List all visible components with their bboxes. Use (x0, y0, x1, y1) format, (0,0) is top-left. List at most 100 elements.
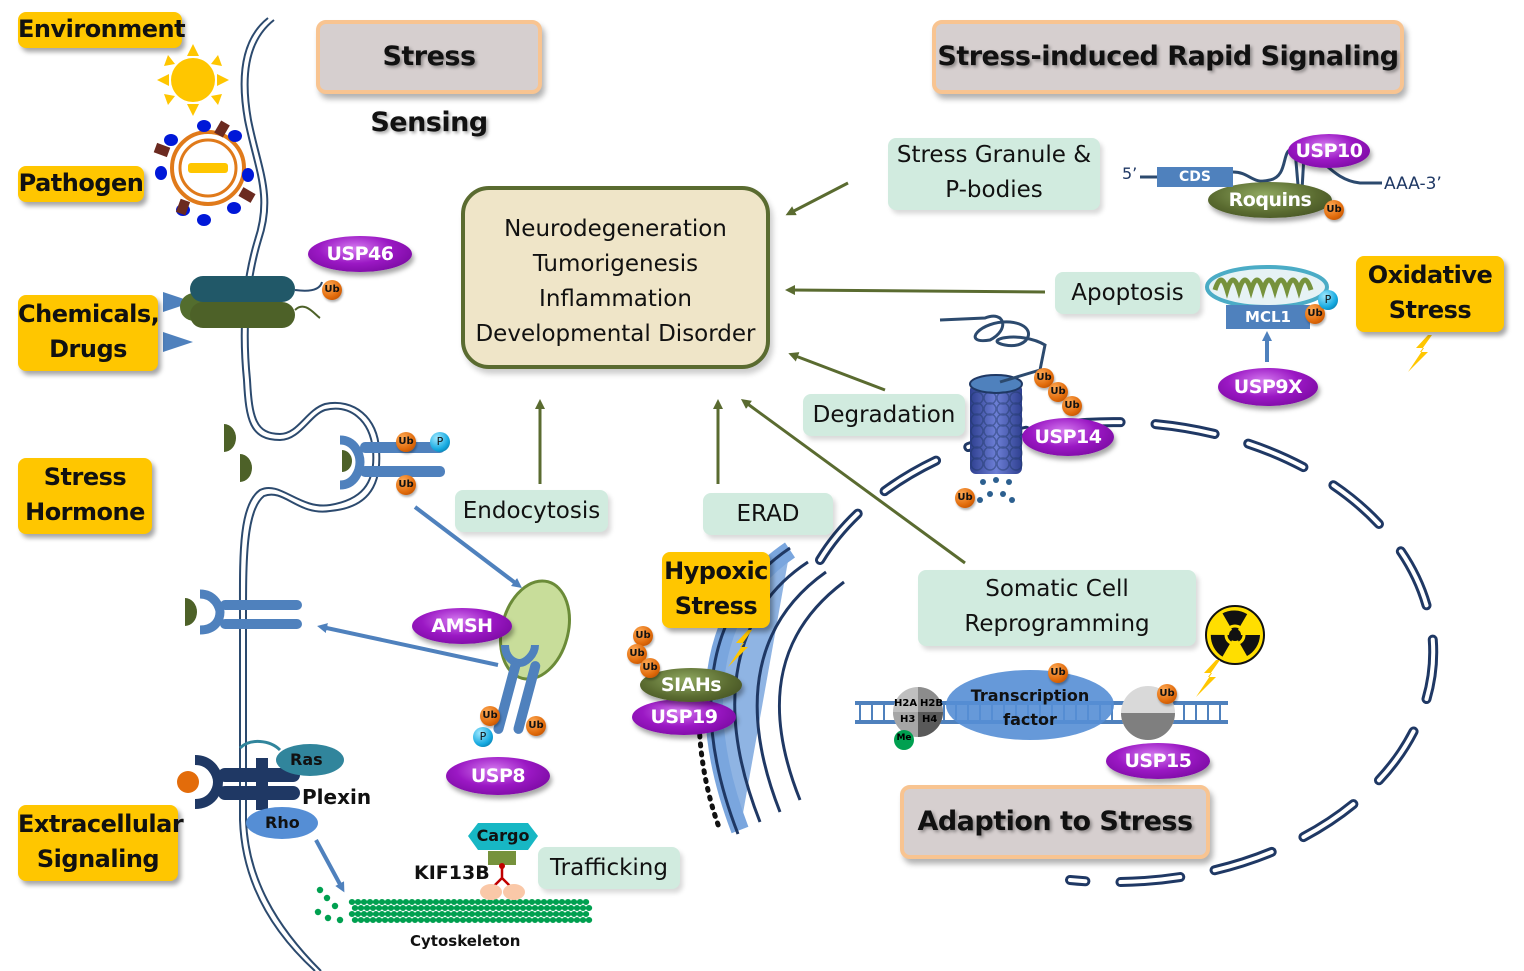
tubulin-bead (396, 899, 404, 905)
stimulus-hormone-line2: Hormone (25, 498, 145, 526)
tubulin-bead (420, 911, 428, 917)
tubulin-bead (465, 905, 473, 911)
tubulin-bead (474, 911, 482, 917)
stimulus-oxidative-line1: Oxidative (1367, 261, 1493, 289)
tubulin-bead (450, 899, 458, 905)
tubulin-bead (387, 917, 395, 923)
tubulin-bead (447, 905, 455, 911)
tubulin-bead (474, 899, 482, 905)
ub-histone: Ub (1157, 684, 1177, 704)
tubulin-bead (471, 917, 479, 923)
proteasome-subunit (1009, 446, 1023, 460)
proteasome-subunit (996, 424, 1010, 438)
mrna-five-prime: 5’ (1122, 164, 1138, 183)
tubulin-bead (432, 911, 440, 917)
tubulin-bead (573, 905, 581, 911)
enzyme-usp14: USP14 (1022, 418, 1114, 456)
tubulin-bead (543, 905, 551, 911)
tubulin-bead (429, 917, 437, 923)
tubulin-bead (507, 917, 515, 923)
mrna-cds: CDS (1157, 167, 1233, 187)
tubulin-bead (576, 899, 584, 905)
process-apoptosis: Apoptosis (1055, 272, 1200, 314)
tubulin-bead (444, 911, 452, 917)
tubulin-bead (456, 899, 464, 905)
tubulin-bead (432, 899, 440, 905)
proteasome-subunit (983, 424, 997, 438)
tubulin-bead (363, 917, 371, 923)
tubulin-bead (516, 899, 524, 905)
tubulin-bead (462, 899, 470, 905)
ub-endosome-2: Ub (526, 716, 546, 736)
enzyme-usp19: USP19 (632, 699, 736, 735)
recycled-receptor (199, 589, 302, 635)
enzyme-usp15: USP15 (1106, 743, 1210, 779)
tubulin-bead (525, 905, 533, 911)
tubulin-bead (423, 905, 431, 911)
tubulin-bead (468, 899, 476, 905)
stimulus-pathogen: Pathogen (18, 166, 144, 202)
proteasome-subunit (996, 457, 1010, 471)
ub-receptor-1: Ub (396, 432, 416, 452)
tubulin-bead (351, 917, 359, 923)
tubulin-bead (558, 899, 566, 905)
histone-h2a: H2A (894, 698, 918, 709)
tubulin-bead (555, 905, 563, 911)
stimulus-hypoxic-line2: Stress (674, 592, 758, 620)
tubulin-bead (438, 899, 446, 905)
hormone-receptor (339, 435, 445, 490)
histone-h2b: H2B (920, 698, 943, 709)
tubulin-bead (417, 917, 425, 923)
tubulin-bead (402, 911, 410, 917)
protein-ras: Ras (290, 750, 323, 769)
tubulin-bead (426, 911, 434, 917)
tubulin-bead (456, 911, 464, 917)
methyl-mark: Me (896, 733, 912, 743)
tubulin-bead (582, 899, 590, 905)
tubulin-bead (417, 905, 425, 911)
tubulin-bead (546, 899, 554, 905)
plasma-membrane (238, 17, 381, 971)
stimulus-environment: Environment (18, 12, 186, 48)
process-stress-granule: Stress Granule & P-bodies (888, 138, 1100, 210)
tubulin-bead (408, 911, 416, 917)
tubulin-bead (369, 905, 377, 911)
tubulin-bead (357, 905, 365, 911)
tubulin-bead (543, 917, 551, 923)
tubulin-bead (507, 905, 515, 911)
cytoskeleton (314, 886, 593, 924)
process-stress-granule-line1: Stress Granule & (896, 142, 1092, 168)
proteasome (939, 314, 1047, 503)
stimulus-oxidative-stress: Oxidative Stress (1356, 256, 1504, 332)
tubulin-bead (468, 911, 476, 917)
stimulus-oxidative-line2: Stress (1388, 296, 1472, 324)
tubulin-bead (331, 902, 339, 910)
tubulin-bead (411, 917, 419, 923)
tubulin-bead (375, 917, 383, 923)
mitochondrion (1205, 265, 1329, 362)
tubulin-bead (486, 911, 494, 917)
proteasome-subunit (970, 424, 984, 438)
histone-h3: H3 (900, 714, 916, 725)
tubulin-bead (561, 917, 569, 923)
tubulin-bead (405, 905, 413, 911)
label-cytoskeleton: Cytoskeleton (410, 932, 521, 950)
proteasome-subunit (1009, 457, 1023, 471)
tubulin-bead (399, 917, 407, 923)
tubulin-bead (567, 917, 575, 923)
ub-mcl1: Ub (1305, 304, 1325, 324)
ub-usp46: Ub (322, 280, 342, 300)
tubulin-bead (396, 911, 404, 917)
proteasome-subunit (996, 391, 1010, 405)
tubulin-bead (570, 911, 578, 917)
transcription-factor: Transcription factor (960, 684, 1100, 732)
process-reprogramming-line2: Reprogramming (964, 611, 1150, 637)
proteasome-subunit (996, 402, 1010, 416)
tubulin-bead (369, 917, 377, 923)
protein-plexin: Plexin (302, 785, 372, 809)
tubulin-bead (351, 905, 359, 911)
tubulin-bead (435, 917, 443, 923)
tubulin-bead (561, 905, 569, 911)
tubulin-bead (405, 917, 413, 923)
stimulus-hypoxic-stress: Hypoxic Stress (662, 552, 770, 628)
